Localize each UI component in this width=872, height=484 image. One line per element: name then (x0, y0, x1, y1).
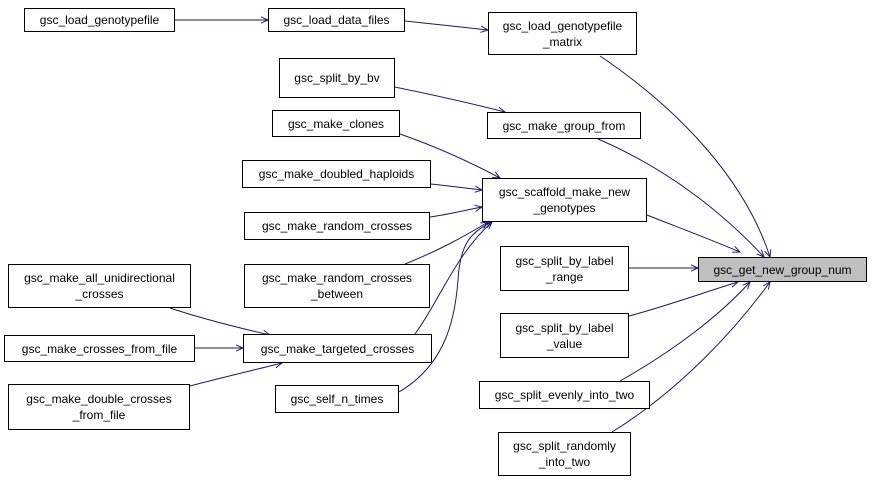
edge-make-random-crosses-between-to-scaffold-make-new-genotypes (404, 222, 488, 265)
edge-make-all-unidirectional-crosses-to-make-targeted-crosses (169, 307, 270, 335)
node-scaffold-make-new-genotypes[interactable]: gsc_scaffold_make_new _genotypes (482, 178, 647, 222)
node-make-doubled-haploids[interactable]: gsc_make_doubled_haploids (242, 160, 431, 188)
node-make-all-unidirectional-crosses[interactable]: gsc_make_all_unidirectional _crosses (8, 264, 191, 308)
node-make-targeted-crosses[interactable]: gsc_make_targeted_crosses (243, 334, 432, 363)
node-make-double-crosses-from-file[interactable]: gsc_make_double_crosses _from_file (8, 384, 190, 430)
edge-split-randomly-into-two-to-get-new-group-num (611, 282, 770, 433)
node-load-data-files[interactable]: gsc_load_data_files (268, 8, 405, 32)
node-make-clones[interactable]: gsc_make_clones (272, 110, 400, 137)
edge-load-data-files-to-load-genotypefile-matrix (404, 20, 488, 30)
node-split-by-label-value[interactable]: gsc_split_by_label _value (500, 313, 629, 358)
node-load-genotypefile[interactable]: gsc_load_genotypefile (24, 8, 175, 32)
node-split-evenly-into-two[interactable]: gsc_split_evenly_into_two (479, 381, 650, 409)
edge-make-targeted-crosses-to-scaffold-make-new-genotypes (414, 222, 492, 335)
edge-split-by-bv-to-make-group-from (379, 83, 505, 112)
edge-make-doubled-haploids-to-scaffold-make-new-genotypes (430, 183, 482, 190)
node-make-random-crosses[interactable]: gsc_make_random_crosses (244, 212, 430, 240)
node-make-group-from[interactable]: gsc_make_group_from (487, 112, 641, 139)
node-make-crosses-from-file[interactable]: gsc_make_crosses_from_file (4, 335, 195, 362)
node-make-random-crosses-between[interactable]: gsc_make_random_crosses _between (244, 264, 430, 308)
node-split-randomly-into-two[interactable]: gsc_split_randomly _into_two (498, 432, 631, 476)
node-self-n-times[interactable]: gsc_self_n_times (275, 385, 399, 413)
edge-make-clones-to-scaffold-make-new-genotypes (399, 133, 500, 178)
edge-make-group-from-to-get-new-group-num (597, 138, 764, 257)
edge-make-random-crosses-to-scaffold-make-new-genotypes (429, 207, 482, 218)
edge-make-double-crosses-from-file-to-make-targeted-crosses (189, 363, 282, 387)
edge-load-genotypefile-matrix-to-get-new-group-num (599, 55, 770, 257)
node-split-by-label-range[interactable]: gsc_split_by_label _range (500, 246, 629, 291)
edge-scaffold-make-new-genotypes-to-get-new-group-num (646, 214, 740, 252)
node-get-new-group-num: gsc_get_new_group_num (698, 257, 867, 282)
edge-self-n-times-to-scaffold-make-new-genotypes (398, 222, 492, 393)
node-load-genotypefile-matrix[interactable]: gsc_load_genotypefile _matrix (488, 12, 637, 55)
node-split-by-bv[interactable]: gsc_split_by_bv (279, 58, 395, 98)
edge-split-evenly-into-two-to-get-new-group-num (619, 282, 750, 382)
edge-split-by-label-value-to-get-new-group-num (628, 282, 738, 317)
